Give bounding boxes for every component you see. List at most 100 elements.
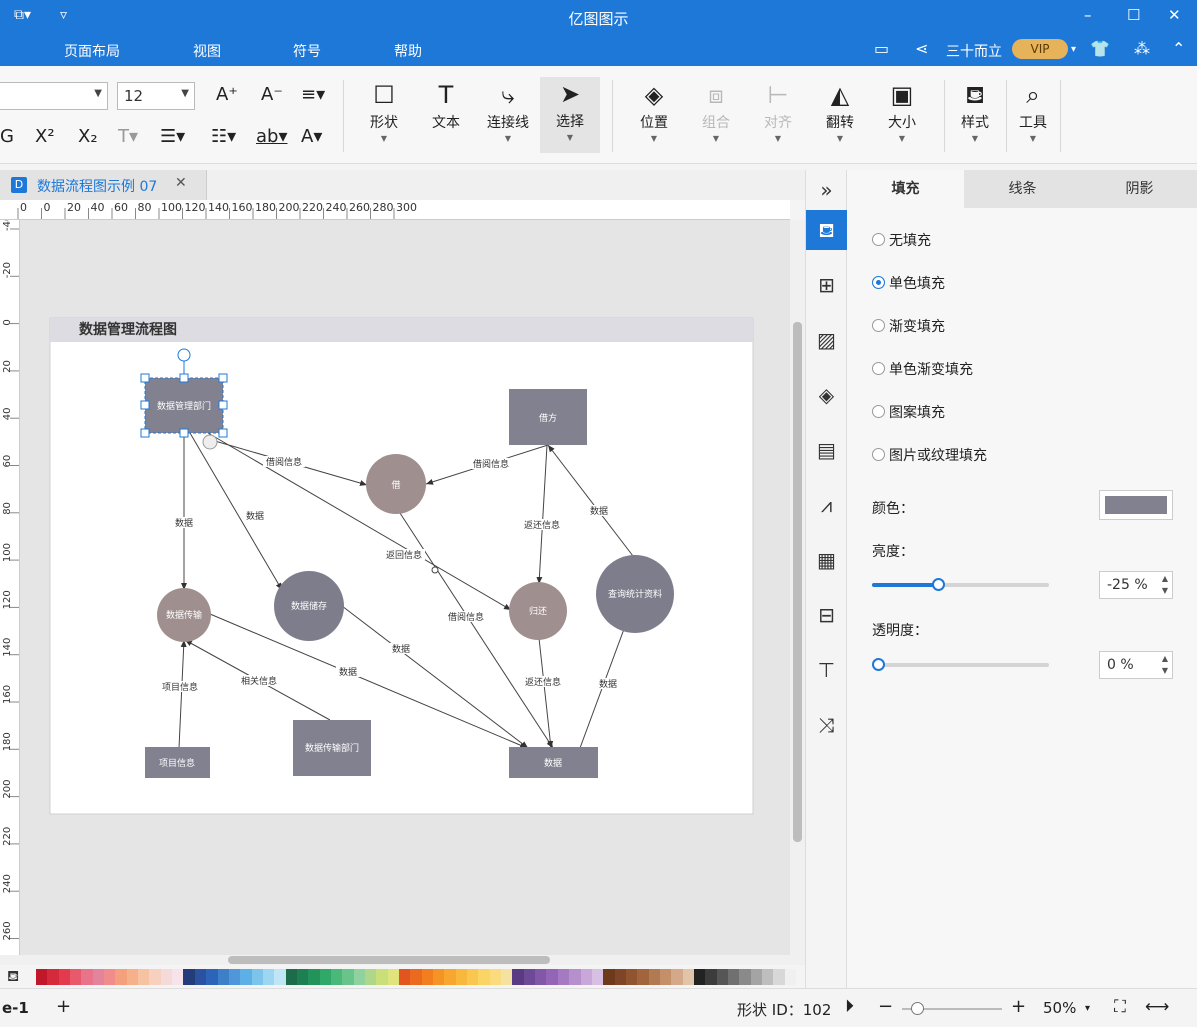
user-dropdown-icon[interactable]: ▾ <box>1071 44 1077 55</box>
maximize-icon[interactable]: ☐ <box>1127 6 1141 24</box>
node-data-transfer[interactable] <box>157 588 211 642</box>
horizontal-scrollbar[interactable] <box>0 955 805 965</box>
play-icon[interactable]: ⏵ <box>845 996 854 1017</box>
color-swatch[interactable] <box>353 969 365 985</box>
color-swatch[interactable] <box>342 969 354 985</box>
color-swatch[interactable] <box>569 969 581 985</box>
color-swatch[interactable] <box>308 969 320 985</box>
color-swatch[interactable] <box>603 969 615 985</box>
font-size-select[interactable]: 12▼ <box>117 82 195 110</box>
size-tool[interactable]: ▣大小▼ <box>872 78 932 143</box>
color-swatch[interactable] <box>285 969 297 985</box>
color-swatch[interactable] <box>478 969 490 985</box>
color-swatch[interactable] <box>727 969 740 985</box>
node-query-stats[interactable] <box>596 555 674 633</box>
color-swatch[interactable] <box>138 969 150 985</box>
quick-access-dropdown-icon[interactable]: ▿ <box>60 7 68 23</box>
color-swatch[interactable] <box>637 969 649 985</box>
opacity-input[interactable]: 0 %▲▼ <box>1099 651 1173 679</box>
collapse-panel-icon[interactable]: » <box>820 178 833 202</box>
color-swatch[interactable] <box>489 969 502 985</box>
zoom-out-icon[interactable]: − <box>878 996 894 1017</box>
radio-solid-gradient-fill[interactable]: 单色渐变填充 <box>872 359 973 383</box>
zoom-in-icon[interactable]: + <box>1011 996 1027 1017</box>
chat-icon[interactable]: ▭ <box>874 39 890 58</box>
selection-handles[interactable] <box>140 348 228 450</box>
edge-storage-data[interactable] <box>341 605 529 749</box>
fill-panel-icon[interactable]: ⛾ <box>806 210 847 250</box>
line-spacing-icon[interactable]: ☰▾ <box>160 126 186 147</box>
increase-font-icon[interactable]: A⁺ <box>216 84 238 105</box>
edge-dept-storage[interactable] <box>189 432 283 591</box>
page-panel-icon[interactable]: ▤ <box>817 438 836 462</box>
menu-view[interactable]: 视图 <box>193 44 221 60</box>
color-swatch[interactable] <box>625 969 638 985</box>
node-item-info[interactable] <box>145 747 210 778</box>
color-swatch[interactable] <box>523 969 536 985</box>
structure-panel-icon[interactable]: ⊟ <box>818 603 835 627</box>
edge-dept-return[interactable] <box>207 432 512 611</box>
zoom-dropdown-icon[interactable]: ▾ <box>1085 1003 1091 1014</box>
color-picker[interactable] <box>1099 490 1173 520</box>
edge-stats-borrower[interactable] <box>547 444 634 557</box>
opacity-slider[interactable] <box>872 658 1049 671</box>
bullet-list-icon[interactable]: ☷▾ <box>211 126 237 147</box>
table-panel-icon[interactable]: ▦ <box>817 548 836 572</box>
collapse-ribbon-icon[interactable]: ⌃ <box>1172 39 1186 58</box>
color-swatch[interactable] <box>580 969 592 985</box>
color-swatch[interactable] <box>410 969 422 985</box>
superscript-icon[interactable]: X² <box>35 126 55 147</box>
add-page-icon[interactable]: + <box>56 996 72 1017</box>
edge-item-transfer[interactable] <box>178 639 187 749</box>
color-swatch[interactable] <box>648 969 660 985</box>
color-swatches[interactable] <box>36 969 797 985</box>
radio-solid-fill[interactable]: 单色填充 <box>872 273 945 297</box>
node-action-icon[interactable] <box>202 434 218 450</box>
image-panel-icon[interactable]: ▨ <box>817 328 836 352</box>
node-data-storage[interactable] <box>274 571 344 641</box>
menu-page-layout[interactable]: 页面布局 <box>64 44 120 60</box>
color-swatch[interactable] <box>762 969 774 985</box>
group-tool[interactable]: ⧈组合▼ <box>686 78 746 143</box>
color-swatch[interactable] <box>126 969 139 985</box>
text-style-icon[interactable]: T▾ <box>118 126 139 147</box>
new-doc-icon[interactable]: ⧉▾ <box>14 7 32 23</box>
tools-tool[interactable]: ⌕工具▼ <box>1003 78 1063 143</box>
color-swatch[interactable] <box>194 969 207 985</box>
color-swatch[interactable] <box>104 969 116 985</box>
color-swatch[interactable] <box>591 969 604 985</box>
color-swatch[interactable] <box>399 969 411 985</box>
tab-line[interactable]: 线条 <box>1008 181 1037 197</box>
color-swatch[interactable] <box>501 969 513 985</box>
radio-no-fill[interactable]: 无填充 <box>872 230 931 254</box>
color-swatch[interactable] <box>444 969 456 985</box>
font-color-icon[interactable]: ab▾ <box>256 126 288 147</box>
grid-panel-icon[interactable]: ⊞ <box>818 273 835 297</box>
color-swatch[interactable] <box>557 969 570 985</box>
color-swatch[interactable] <box>319 969 331 985</box>
color-swatch[interactable] <box>183 969 195 985</box>
layers-panel-icon[interactable]: ◈ <box>818 383 835 407</box>
align-tool[interactable]: ⊢对齐▼ <box>748 78 808 143</box>
node-data-management-dept[interactable] <box>145 378 223 433</box>
user-name[interactable]: 三十而立 <box>946 44 1002 60</box>
fill-bucket-icon[interactable]: ⛾ <box>7 967 20 985</box>
theme-icon[interactable]: 👕 <box>1090 39 1110 58</box>
color-swatch[interactable] <box>512 969 524 985</box>
text-align-icon[interactable]: ≡▾ <box>301 84 326 105</box>
fit-page-icon[interactable]: ⛶ <box>1114 997 1126 1017</box>
format-panel-icon[interactable]: ⊤ <box>817 658 836 682</box>
color-swatch[interactable] <box>455 969 468 985</box>
shape-tool[interactable]: ☐形状▼ <box>354 78 414 143</box>
color-swatch[interactable] <box>693 969 706 985</box>
color-swatch[interactable] <box>682 969 694 985</box>
color-swatch[interactable] <box>115 969 127 985</box>
drawing-canvas[interactable]: 数据管理流程图 借阅信息 借阅信息 数据 数据 返回信息 返还信息 <box>20 220 790 955</box>
color-swatch[interactable] <box>535 969 547 985</box>
color-swatch[interactable] <box>274 969 286 985</box>
fit-width-icon[interactable]: ⟷ <box>1145 997 1170 1017</box>
decrease-font-icon[interactable]: A⁻ <box>261 84 283 105</box>
tab-shadow[interactable]: 阴影 <box>1125 181 1154 197</box>
connection-point[interactable] <box>431 566 439 574</box>
